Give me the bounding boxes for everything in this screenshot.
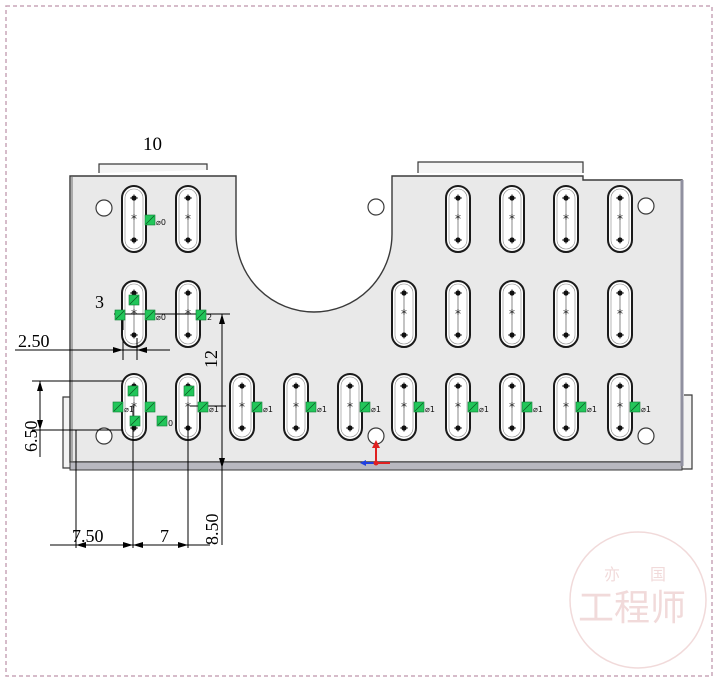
svg-text:*: * — [239, 400, 245, 414]
svg-text:⌀1: ⌀1 — [533, 405, 543, 414]
svg-text:2: 2 — [207, 313, 212, 322]
sketch-relation-icon[interactable] — [129, 415, 141, 427]
svg-text:*: * — [617, 212, 623, 226]
slot-cutout: * — [553, 280, 579, 348]
svg-text:⌀1: ⌀1 — [425, 405, 435, 414]
svg-text:*: * — [617, 307, 623, 321]
svg-text:⌀0: ⌀0 — [156, 218, 166, 227]
mount-hole-bottom-left — [95, 427, 113, 445]
dim-top-width[interactable]: 10 — [143, 134, 162, 155]
svg-text:⌀0: ⌀0 — [156, 313, 166, 322]
sheet-plate — [69, 175, 683, 463]
sketch-relation-icon[interactable]: ⌀0 — [144, 309, 166, 322]
sketch-relation-icon[interactable]: ⌀1 — [112, 401, 134, 414]
svg-text:*: * — [401, 307, 407, 321]
slot-cutout: * — [499, 185, 525, 253]
svg-text:⌀1: ⌀1 — [479, 405, 489, 414]
slot-cutout: * — [283, 373, 309, 441]
slot-cutout: * — [391, 280, 417, 348]
sketch-relation-icon[interactable] — [128, 294, 140, 306]
svg-text:*: * — [293, 400, 299, 414]
sketch-relation-icon[interactable]: ⌀1 — [629, 401, 651, 414]
svg-text:⌀1: ⌀1 — [209, 405, 219, 414]
svg-text:*: * — [563, 400, 569, 414]
sketch-relation-icon[interactable]: ⌀1 — [413, 401, 435, 414]
sketch-relation-icon[interactable]: ⌀1 — [197, 401, 219, 414]
dimension-arrows — [37, 314, 225, 548]
sketch-relation-icon[interactable] — [183, 385, 195, 397]
slot-cutout: * — [553, 185, 579, 253]
slot-cutout: * — [445, 185, 471, 253]
sketch-relation-icon[interactable]: ⌀1 — [467, 401, 489, 414]
mount-hole-top-left — [95, 199, 113, 217]
svg-text:⌀1: ⌀1 — [587, 405, 597, 414]
svg-text:0: 0 — [168, 419, 173, 428]
sketch-relation-icon[interactable]: ⌀0 — [144, 214, 166, 227]
mount-hole-bottom-right — [637, 427, 655, 445]
slot-cutout: * — [607, 373, 633, 441]
svg-text:*: * — [509, 400, 515, 414]
svg-text:亦: 亦 — [604, 565, 620, 584]
viewport-frame — [5, 5, 713, 677]
slot-cutout: * — [229, 373, 255, 441]
svg-text:*: * — [185, 212, 191, 226]
sketch-relation-icon[interactable]: ⌀1 — [305, 401, 327, 414]
slot-cutout: * — [607, 280, 633, 348]
sketch-relation-icon[interactable]: ⌀1 — [359, 401, 381, 414]
watermark-logo: 亦 国 工程师 — [569, 531, 707, 669]
svg-text:*: * — [131, 400, 137, 414]
sketch-relation-icon[interactable]: ⌀1 — [521, 401, 543, 414]
slot-cutout: * — [499, 373, 525, 441]
svg-text:*: * — [347, 400, 353, 414]
slot-cutout: * — [499, 280, 525, 348]
svg-text:*: * — [509, 212, 515, 226]
dim-row-spacing[interactable]: 12 — [201, 350, 221, 368]
watermark-text: 工程师 — [578, 588, 686, 629]
top-tab-left — [98, 163, 208, 173]
svg-text:⌀1: ⌀1 — [263, 405, 273, 414]
sketch-relation-icon[interactable]: 0 — [156, 415, 173, 428]
svg-text:*: * — [563, 212, 569, 226]
sketch-relations: ⌀0 ⌀0 2 ⌀1 0 ⌀1 ⌀1 ⌀1 ⌀1 ⌀1 ⌀1 ⌀1 ⌀1 ⌀1 — [112, 214, 651, 428]
sketch-relation-icon[interactable]: ⌀1 — [251, 401, 273, 414]
dim-offset-left[interactable]: 2.50 — [18, 331, 50, 351]
origin-triad-icon — [360, 440, 390, 466]
slot-cutout: * — [445, 373, 471, 441]
sketch-relation-icon[interactable] — [127, 385, 139, 397]
svg-text:*: * — [455, 307, 461, 321]
dim-bottom-offset[interactable]: 8.50 — [202, 514, 222, 546]
dim-horiz-a[interactable]: 7.50 — [72, 526, 104, 546]
svg-text:*: * — [563, 307, 569, 321]
top-tab-right — [417, 161, 584, 173]
dim-slot-width[interactable]: 3 — [95, 292, 104, 312]
svg-text:*: * — [455, 212, 461, 226]
slot-cutout: * — [391, 373, 417, 441]
slot-cutout: * — [337, 373, 363, 441]
watermark-badge: 国 — [650, 565, 666, 584]
dim-vertical-offset[interactable]: 6.50 — [21, 421, 41, 453]
sketch-relation-icon[interactable] — [144, 401, 156, 413]
svg-text:⌀1: ⌀1 — [317, 405, 327, 414]
slot-cutout: * — [175, 185, 201, 253]
slot-cutout: * — [121, 185, 147, 253]
svg-text:*: * — [401, 400, 407, 414]
svg-text:*: * — [509, 307, 515, 321]
sketch-relation-icon[interactable]: ⌀1 — [575, 401, 597, 414]
mount-hole-top-right — [637, 197, 655, 215]
svg-text:*: * — [455, 400, 461, 414]
slot-cutout: * — [553, 373, 579, 441]
dim-horiz-b[interactable]: 7 — [160, 526, 169, 546]
svg-text:⌀1: ⌀1 — [371, 405, 381, 414]
slot-cutout: * — [445, 280, 471, 348]
slot-cutout: * — [607, 185, 633, 253]
svg-text:⌀1: ⌀1 — [641, 405, 651, 414]
svg-text:⌀1: ⌀1 — [124, 405, 134, 414]
sketch-relation-icon[interactable] — [114, 309, 126, 321]
svg-text:*: * — [131, 212, 137, 226]
mount-hole-top-middle — [367, 198, 385, 216]
sketch-relation-icon[interactable]: 2 — [195, 309, 212, 322]
svg-text:*: * — [617, 400, 623, 414]
